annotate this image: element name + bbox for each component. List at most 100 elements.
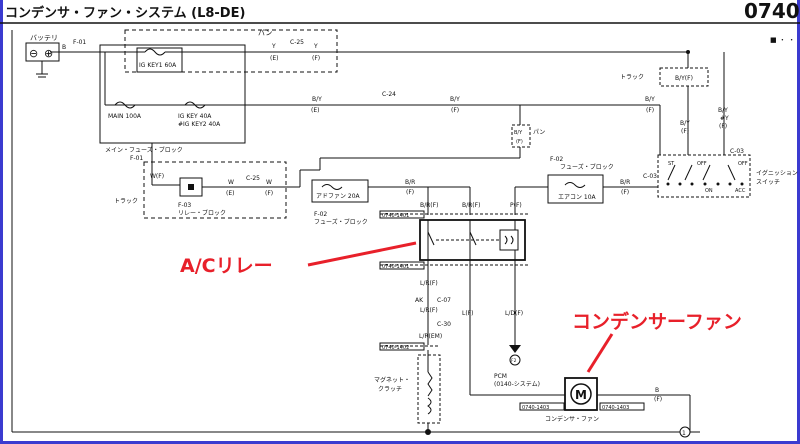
f03-relay-icon	[188, 184, 194, 190]
battery-plus-icon: ⊕	[44, 47, 53, 60]
wire-w-f: W	[266, 179, 272, 186]
wire-y-e-top: Y	[271, 43, 276, 50]
battery: バッテリ ⊖ ⊕	[25, 34, 60, 62]
connector-c25-mid: C-25	[246, 175, 260, 182]
wire-f-pan: (F)	[516, 139, 523, 145]
main-fuse-block	[99, 44, 246, 144]
fuse-block-left-label: フューズ・ブロック	[314, 218, 368, 226]
connector-f01-a: F-01	[73, 39, 86, 46]
wire-f-mid1: (F)	[451, 107, 459, 114]
connector-0740-1402: 0740-1402	[382, 345, 409, 351]
condenser-fan-annotation: コンデンサーファン	[572, 310, 742, 333]
corner-mark: ■ ・ ・	[770, 36, 795, 44]
wire-lrf: L/R(F)	[420, 280, 438, 287]
wire-br-f2: B/R	[620, 179, 630, 186]
switch-st: ST	[668, 161, 675, 167]
relay-coil	[499, 229, 519, 251]
wire-yf: #Y	[720, 115, 729, 122]
ac-relay-pointer	[307, 241, 417, 267]
connector-0740-1403-right: 0740-1403	[602, 405, 629, 411]
main-fuse-block-label: メイン・フューズ・ブロック	[105, 146, 183, 154]
connector-f01-b: F-01	[130, 155, 143, 162]
wire-f-br2: (F)	[621, 189, 629, 196]
wire-by-f-box: B/Y(F)	[675, 75, 693, 82]
ig-key1-label: IG KEY1 60A	[139, 62, 177, 69]
condenser-fan-pointer	[586, 333, 614, 373]
page-code: 0740-	[744, 0, 800, 23]
connector-c24: C-24	[382, 91, 396, 98]
magnet-clutch-box	[417, 354, 441, 424]
condenser-fan-motor-box	[564, 377, 598, 411]
switch-off2: OFF	[738, 161, 748, 167]
wire-e-top: (E)	[270, 55, 278, 62]
switch-acc: ACC	[735, 188, 746, 194]
relay-block-box	[143, 161, 287, 219]
magnet-clutch-label-1: マグネット・	[374, 376, 410, 384]
wire-by-f2: B/Y	[645, 96, 655, 103]
wire-bf: B/R(F)	[420, 202, 438, 209]
wire-f-mid2: (F)	[646, 107, 654, 114]
wire-lf: L(F)	[462, 310, 473, 317]
main-fuse-label: MAIN 100A	[108, 113, 142, 120]
wire-by-yf: B/Y	[718, 107, 728, 114]
switch-off: OFF	[697, 161, 707, 167]
wire-br-f: B/R	[405, 179, 415, 186]
relay-block-label: リレー・ブロック	[178, 209, 226, 217]
truck-label-right: トラック	[620, 74, 644, 81]
conn-fan-r-box	[599, 402, 645, 411]
wire-ak: AK	[415, 297, 424, 304]
wire-y-f-top: Y	[313, 43, 318, 50]
ac-relay-annotation: A/Cリレー	[180, 255, 273, 277]
wire-w-e: W	[228, 179, 234, 186]
wire-wf: W(F)	[150, 173, 164, 180]
connector-c03-right: C-03	[730, 148, 744, 155]
wire-by-f3: B/Y	[680, 120, 690, 127]
wire-ldf: L/D(F)	[505, 310, 523, 317]
ig-key1-fuse	[136, 47, 183, 73]
magnet-clutch-label-2: クラッチ	[378, 386, 402, 393]
wire-lrf-2: L/R(F)	[420, 307, 438, 314]
condenser-fan-small-label: コンデンサ・ファン	[545, 415, 599, 423]
ac-relay-box	[419, 219, 526, 261]
wire-yf2: (F)	[719, 123, 727, 130]
aircon-fuse	[547, 174, 604, 204]
ground-point-icon	[679, 426, 691, 438]
conn-fan-l-box	[519, 402, 565, 411]
motor-icon	[570, 383, 592, 405]
ignition-switch	[657, 154, 751, 198]
conn-bot-box	[379, 261, 425, 270]
wire-f-w: (F)	[265, 190, 273, 197]
motor-m-icon: M	[575, 388, 587, 402]
aircon-label: エアコン 10A	[558, 194, 597, 201]
pcm-label: PCM	[494, 373, 507, 380]
pcm-system-label: (0140-システム)	[494, 381, 540, 388]
ignition-switch-label-2: スイッチ	[756, 179, 780, 186]
connector-c03-left: C-03	[643, 173, 657, 180]
battery-label: バッテリ	[30, 34, 58, 42]
truck-box-right	[659, 67, 709, 87]
connector-c25-top: C-25	[290, 39, 304, 46]
switch-on: ON	[705, 188, 713, 194]
wire-by-pan: B/Y	[514, 130, 523, 136]
diagram-title: コンデンサ・ファン・システム (L8-DE)	[5, 5, 245, 21]
wire-brf: B/R(F)	[462, 202, 480, 209]
ig-key2-label-1: IG KEY 40A	[178, 113, 212, 120]
connector-0740-1401-bot: 0740-1401	[382, 264, 409, 270]
wire-f3: (F)	[681, 128, 689, 135]
ig-key2-label-2: #IG KEY2 40A	[178, 121, 221, 128]
pcm-terminal-icon	[509, 354, 521, 366]
wire-e-w: (E)	[226, 190, 234, 197]
wire-e-mid: (E)	[311, 107, 319, 114]
wire-pf: P(F)	[510, 202, 522, 209]
wire-by-f1: B/Y	[450, 96, 460, 103]
connector-c07: C-07	[437, 297, 451, 304]
wire-lrem: L/R(EM)	[419, 333, 442, 340]
connector-f02-left: F-02	[314, 211, 327, 218]
truck-label-left: トラック	[114, 198, 138, 205]
wire-b-right: B	[655, 387, 659, 394]
wire-f-right: (F)	[654, 396, 662, 403]
ignition-switch-label-1: イグニッション	[756, 169, 798, 177]
battery-minus-icon: ⊖	[29, 47, 38, 60]
